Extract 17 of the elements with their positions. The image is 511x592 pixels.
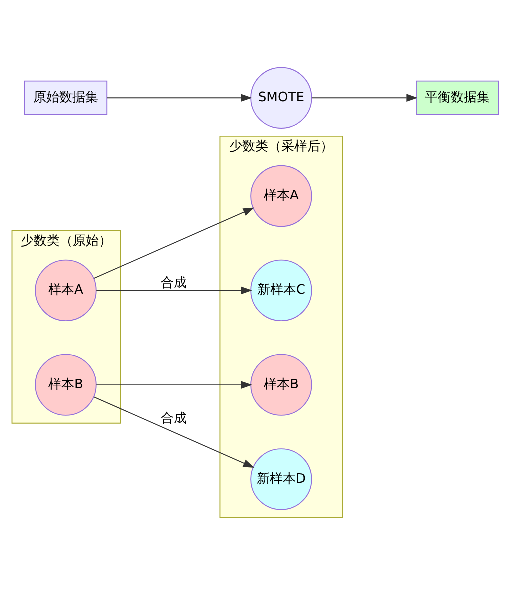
node-circle: 新样本D [250, 448, 312, 510]
node-circle: 样本A [250, 164, 312, 227]
arrow [311, 94, 418, 102]
arrow [106, 94, 252, 102]
node-circle: SMOTE [250, 66, 312, 128]
node-box: 平衡数据集 [416, 80, 500, 115]
edge-label: 合成 [160, 276, 187, 291]
arrow [94, 396, 255, 468]
node-circle: 新样本C [250, 259, 312, 321]
arrow [96, 380, 252, 388]
node-circle: 样本A [35, 259, 97, 321]
node-circle: 样本B [250, 354, 312, 416]
edge-label: 合成 [160, 411, 187, 426]
arrow [94, 207, 255, 279]
arrow [96, 286, 252, 294]
node-circle: 样本B [35, 354, 97, 416]
node-box: 原始数据集 [24, 80, 108, 115]
